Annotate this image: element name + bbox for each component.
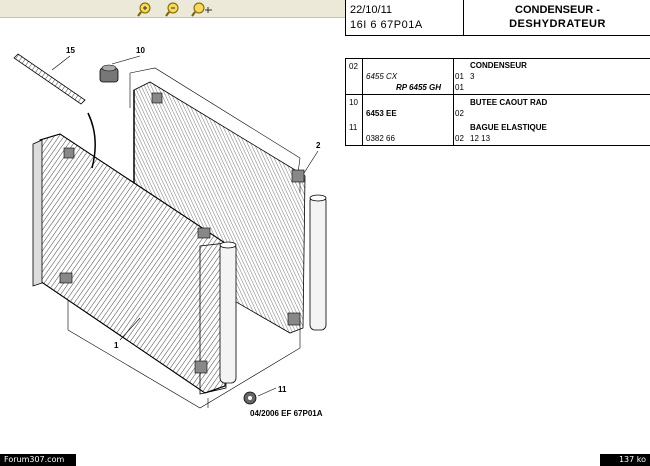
part-qty-code: 02 (455, 134, 464, 143)
parts-divider (362, 59, 363, 145)
header-title-line2: DESHYDRATEUR (509, 18, 606, 30)
part-number: 6455 CX (366, 72, 398, 81)
header-left-cell (346, 0, 464, 36)
exploded-diagram: 15 10 2 1 11 (0, 18, 345, 430)
callout-label: 15 (66, 46, 75, 55)
rubber-stop (99, 64, 119, 83)
part-number: 6453 EE (366, 109, 397, 118)
part-description: CONDENSEUR (470, 61, 527, 70)
zoom-out-icon (165, 2, 179, 17)
foam-strip (13, 53, 96, 169)
dryer-cylinder-front (219, 241, 237, 384)
front-condenser (32, 133, 227, 395)
file-size: 137 ko (600, 454, 650, 466)
callout-label: 1 (114, 341, 119, 350)
part-ref-no: 11 (349, 123, 358, 132)
zoom-in-icon (137, 2, 151, 17)
part-ref-no: 10 (349, 98, 358, 107)
mounting-brackets (59, 92, 305, 374)
header-title-line1: CONDENSEUR - (515, 4, 600, 16)
header-date: 22/10/11 (350, 4, 393, 16)
part-description: BAGUE ELASTIQUE (470, 123, 547, 132)
part-number: 0382 66 (366, 134, 395, 143)
condenser-illustration: 15 10 2 1 11 (13, 46, 327, 409)
part-qty-code: 01 (455, 72, 464, 81)
callout-label: 2 (316, 141, 321, 150)
status-bar: Forum307.com 137 ko (0, 454, 650, 466)
part-description-extra: 12 13 (470, 134, 491, 143)
header-ref: 16I 6 67P01A (350, 19, 423, 31)
parts-divider (453, 59, 454, 145)
part-description: 3 (470, 72, 475, 81)
parts-row-divider (346, 94, 650, 95)
elastic-ring (243, 391, 257, 405)
dryer-cylinder-rear (309, 194, 327, 331)
diagram-reference: 04/2006 EF 67P01A (250, 409, 323, 418)
callout-label: 10 (136, 46, 145, 55)
part-description: BUTEE CAOUT RAD (470, 98, 548, 107)
site-label: Forum307.com (0, 454, 76, 466)
leader-lines (51, 55, 319, 397)
part-qty-code: 01 (455, 83, 464, 92)
zoom-out-button[interactable] (164, 1, 182, 17)
part-number: RP 6455 GH (396, 83, 442, 92)
parts-table: 02 CONDENSEUR 6455 CX 01 3 RP 6455 GH 01… (345, 58, 650, 146)
part-qty-code: 02 (455, 109, 464, 118)
toolbar (0, 0, 345, 18)
callout-label: 11 (278, 385, 287, 394)
part-ref-no: 02 (349, 62, 358, 71)
zoom-search-button[interactable] (190, 1, 214, 17)
zoom-in-button[interactable] (136, 1, 154, 17)
zoom-search-icon (191, 2, 212, 17)
header-table: 22/10/11 16I 6 67P01A CONDENSEUR - DESHY… (345, 0, 650, 36)
